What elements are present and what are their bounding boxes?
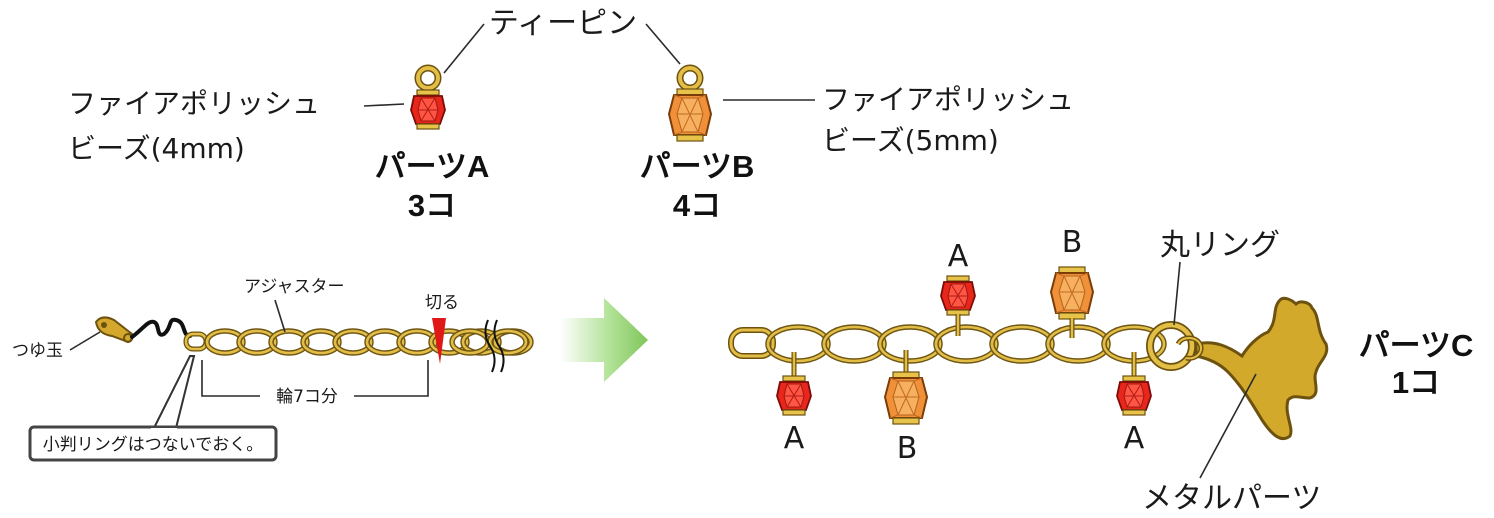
chain-link: [878, 325, 942, 363]
pos-label-b-bottom: B: [897, 431, 918, 466]
process-arrow: [560, 298, 648, 382]
chain-link: [1046, 325, 1110, 363]
cut-mark: [432, 318, 446, 364]
tsuyudama-bead: [94, 316, 192, 344]
round-ring-label: 丸リング: [1160, 228, 1280, 263]
leader-lines-top: [363, 23, 815, 107]
chain-link: [766, 325, 830, 363]
chain-link: [934, 325, 998, 363]
part-b-count: 4コ: [673, 188, 721, 223]
pin-a-right: [1116, 352, 1152, 416]
chain-link: [990, 325, 1054, 363]
pin-a-left: [776, 352, 812, 416]
pos-label-a-right: A: [1124, 421, 1145, 456]
pin-a-top: [940, 275, 976, 336]
pin-b-top: [1050, 266, 1094, 338]
adjuster-link: [365, 329, 405, 355]
pin-b-left: [884, 350, 928, 425]
adjuster-link: [237, 329, 277, 355]
rings-count-label: 輪7コ分: [276, 387, 338, 407]
adjuster-leader: [274, 299, 286, 333]
tsuyudama-leader: [69, 331, 101, 351]
adjuster-link: [205, 329, 245, 355]
round-ring: [1146, 321, 1196, 371]
round-ring-leader: [1173, 261, 1181, 326]
bead-4mm-label-line1: ファイアポリッシュ: [68, 87, 320, 120]
adjuster-chain: [183, 328, 534, 356]
bead-5mm-label-line2: ビーズ(5mm): [822, 124, 999, 157]
adjuster-link: [333, 329, 373, 355]
metal-part-leader: [1199, 373, 1257, 479]
pos-label-a-left: A: [784, 421, 805, 456]
tpin-label: ティーピン: [489, 6, 637, 41]
metal-part: [1194, 296, 1329, 441]
part-b-name: パーツB: [640, 149, 755, 184]
adjuster-link: [397, 329, 437, 355]
adjuster-link: [301, 329, 341, 355]
part-b-illustration: [668, 64, 712, 142]
pos-label-a-top: A: [948, 239, 969, 274]
pos-label-b-top: B: [1062, 225, 1083, 260]
note-callout: [28, 355, 278, 462]
bead-4mm-label-line2: ビーズ(4mm): [68, 132, 245, 165]
bead-5mm-label-line1: ファイアポリッシュ: [822, 83, 1074, 116]
chain-break-mark: [484, 319, 505, 373]
part-c-count: 1コ: [1392, 365, 1440, 400]
chain-link: [822, 325, 886, 363]
metal-part-label: メタルパーツ: [1142, 481, 1321, 516]
adjuster-link: [269, 329, 309, 355]
adjuster-label: アジャスター: [244, 277, 344, 297]
part-a-illustration: [410, 64, 446, 130]
adjuster-link: [488, 329, 528, 355]
part-a-name: パーツA: [375, 149, 490, 184]
rings-count-bracket: [201, 360, 429, 397]
adjuster-link: [429, 329, 469, 355]
cut-label: 切る: [425, 293, 459, 313]
part-a-count: 3コ: [408, 188, 456, 223]
part-c-name: パーツC: [1359, 328, 1474, 363]
tsuyudama-label: つゆ玉: [12, 341, 63, 361]
note-text: 小判リングはつないでおく。: [43, 435, 264, 455]
